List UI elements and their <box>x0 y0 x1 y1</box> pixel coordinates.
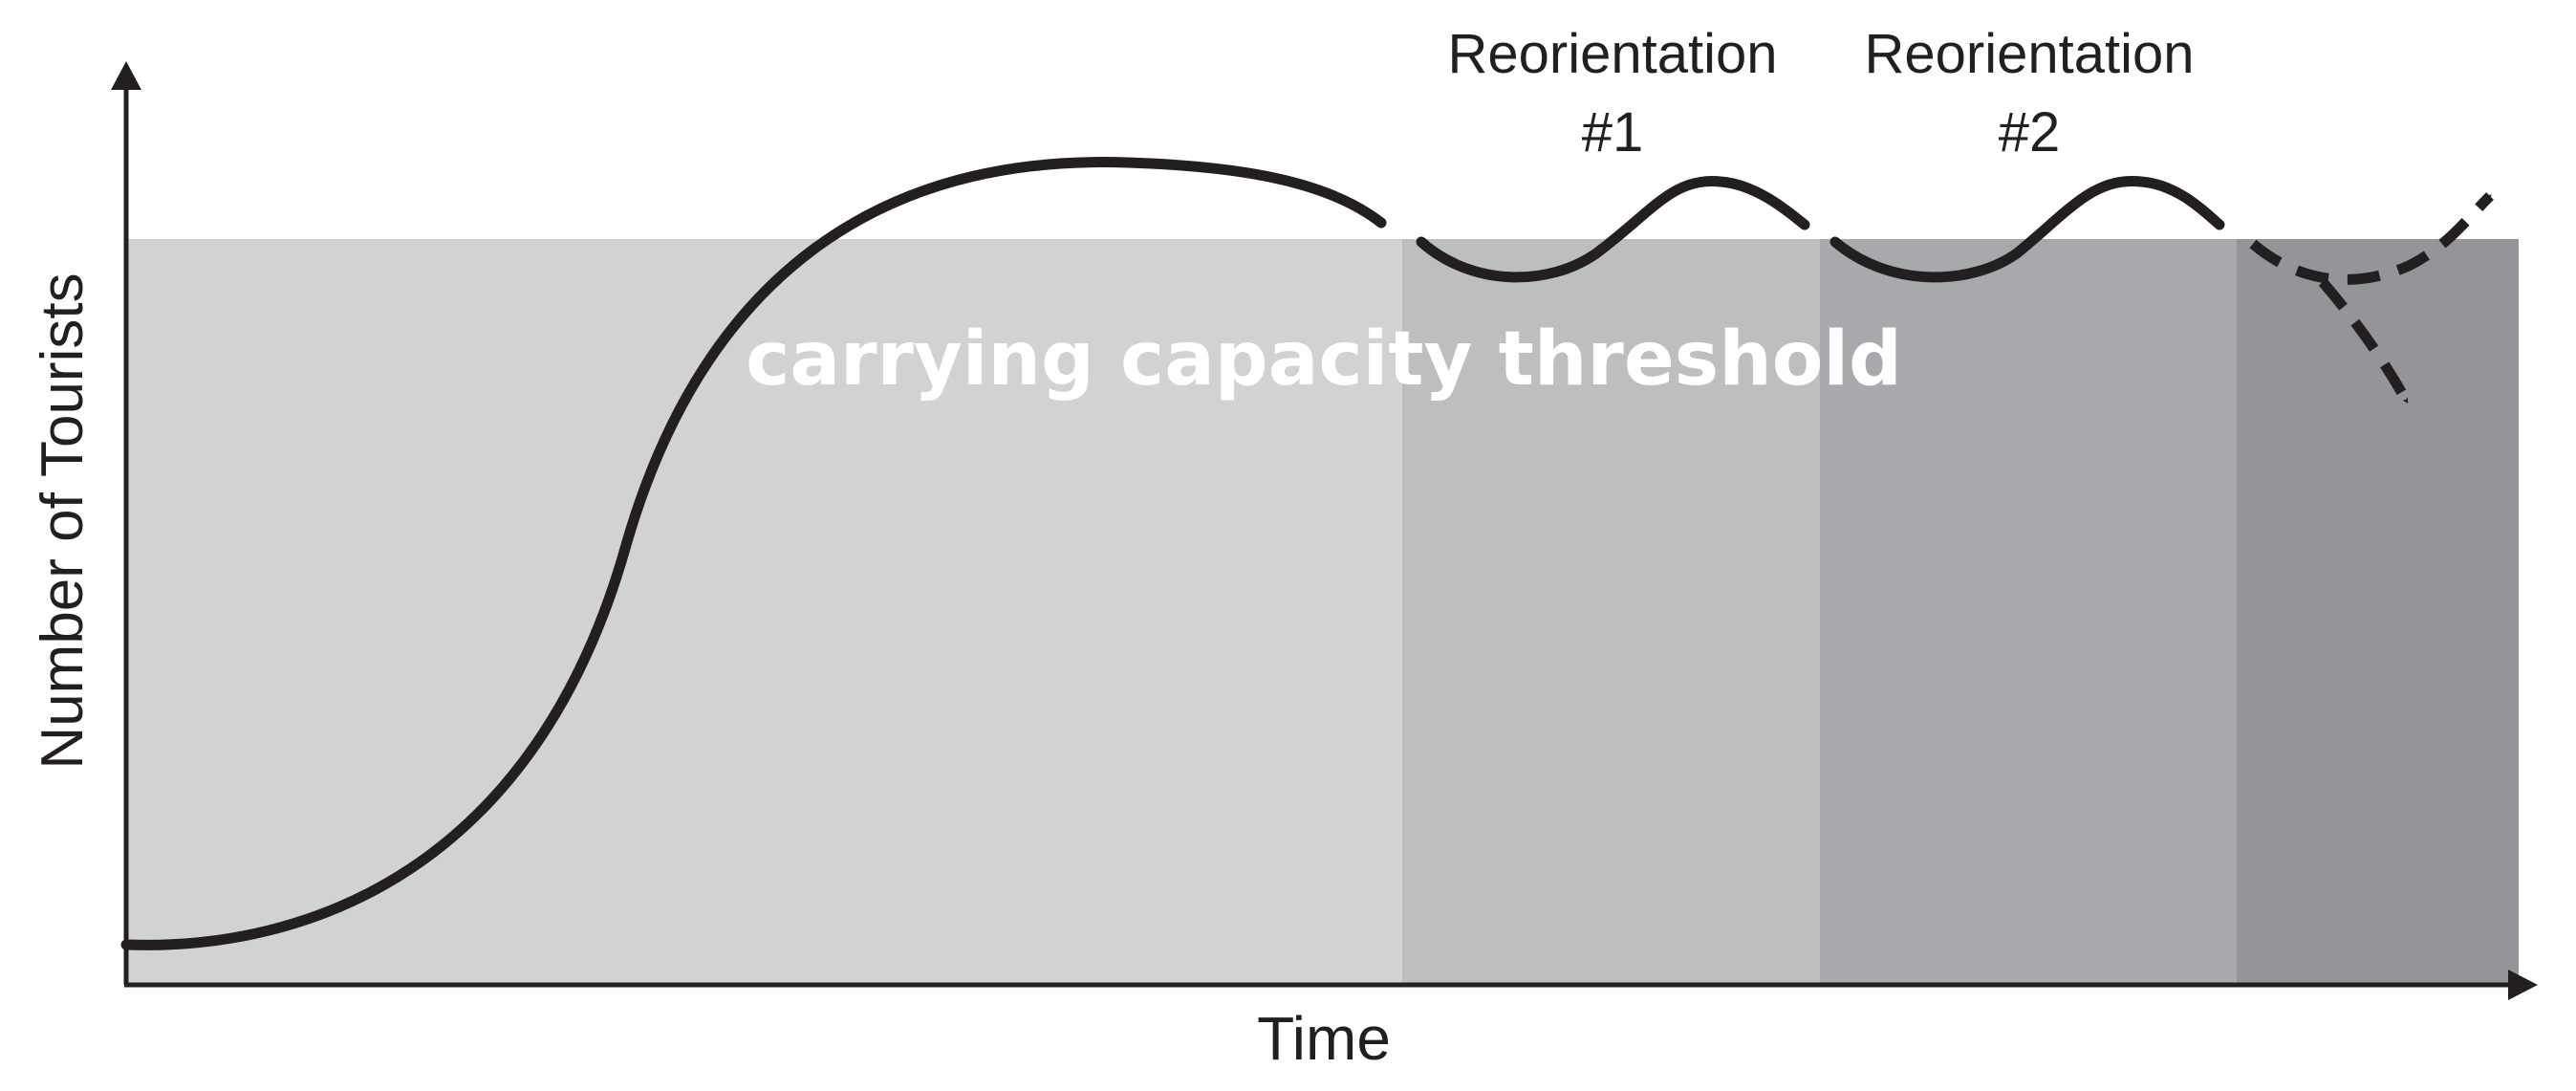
y-axis-label: Number of Tourists <box>30 273 96 769</box>
outcome-arrow-up <box>2249 192 2494 285</box>
zone-outcome <box>2237 239 2519 985</box>
growth-curve <box>120 157 1387 950</box>
x-axis-label: Time <box>1257 1004 1391 1073</box>
reorientation-2-wave <box>1829 176 2225 283</box>
outcome-arrow-down <box>2318 278 2412 404</box>
zone-reorientation-2 <box>1820 239 2237 985</box>
zone-base <box>126 239 1402 985</box>
reorientation-2-label: Reorientation <box>1865 23 2195 85</box>
reorientation-2-number: #2 <box>1999 101 2061 164</box>
x-axis-arrowhead <box>2508 970 2538 1000</box>
carrying-capacity-threshold-label: carrying capacity threshold <box>746 316 1902 403</box>
reorientation-1-label: Reorientation <box>1448 23 1778 85</box>
y-axis-arrowhead <box>111 61 141 90</box>
reorientation-1-wave <box>1416 176 1810 283</box>
axes <box>111 61 2538 1000</box>
reorientation-1-number: #1 <box>1582 101 1644 164</box>
zone-reorientation-1 <box>1402 239 1820 985</box>
